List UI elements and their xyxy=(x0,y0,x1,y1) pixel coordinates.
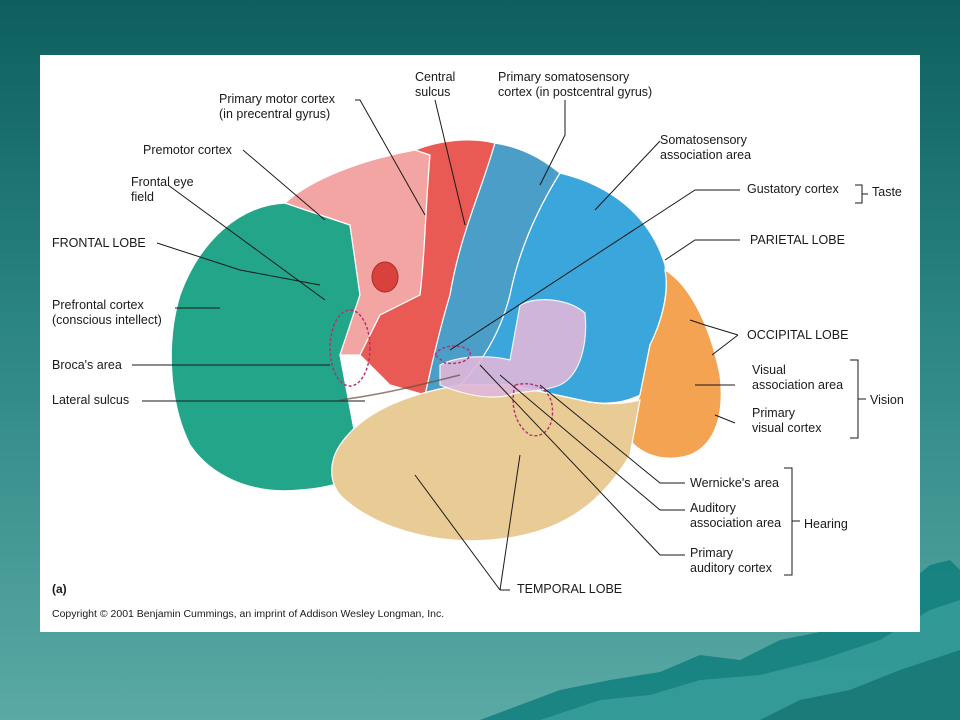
label-occipital-lobe: OCCIPITAL LOBE xyxy=(747,328,849,342)
label-frontal-lobe: FRONTAL LOBE xyxy=(52,236,146,250)
label-primary-motor-cortex: Primary motor cortex (in precentral gyru… xyxy=(219,92,335,121)
wernickes-area-outline xyxy=(512,383,554,437)
gustatory-area-outline xyxy=(434,345,471,365)
label-visual-association-area: Visual association area xyxy=(752,363,844,392)
label-primary-somatosensory-cortex: Primary somatosensory cortex (in postcen… xyxy=(498,70,653,99)
label-primary-visual-cortex: Primary visual cortex xyxy=(752,406,822,435)
label-prefrontal-cortex: Prefrontal cortex (conscious intellect) xyxy=(52,298,162,327)
brain-diagram xyxy=(132,99,868,591)
brocas-area-outline xyxy=(329,309,371,387)
label-auditory-association-area: Auditory association area xyxy=(690,501,782,530)
panel-label: (a) xyxy=(52,582,67,596)
label-brocas-area: Broca's area xyxy=(52,358,122,372)
label-somatosensory-association-area: Somatosensory association area xyxy=(660,133,752,162)
temporal-lobe-region xyxy=(331,384,641,542)
label-premotor-cortex: Premotor cortex xyxy=(143,143,232,157)
label-frontal-eye-field: Frontal eye field xyxy=(131,175,194,204)
label-lateral-sulcus: Lateral sulcus xyxy=(52,393,130,407)
auditory-area-region xyxy=(439,299,587,398)
label-hearing: Hearing xyxy=(804,517,848,531)
label-gustatory-cortex: Gustatory cortex xyxy=(747,182,839,196)
label-central-sulcus: Central sulcus xyxy=(415,70,456,99)
label-primary-auditory-cortex: Primary auditory cortex xyxy=(690,546,772,575)
copyright-notice: Copyright © 2001 Benjamin Cummings, an i… xyxy=(52,608,445,620)
label-wernickes-area: Wernicke's area xyxy=(690,476,779,490)
occipital-lobe-region xyxy=(624,268,722,459)
frontal-eye-field-region xyxy=(371,261,399,293)
label-taste: Taste xyxy=(872,185,902,199)
diagram-slide: Primary motor cortex (in precentral gyru… xyxy=(40,55,920,632)
label-temporal-lobe: TEMPORAL LOBE xyxy=(517,582,623,596)
label-vision: Vision xyxy=(870,393,904,407)
label-parietal-lobe: PARIETAL LOBE xyxy=(750,233,845,247)
